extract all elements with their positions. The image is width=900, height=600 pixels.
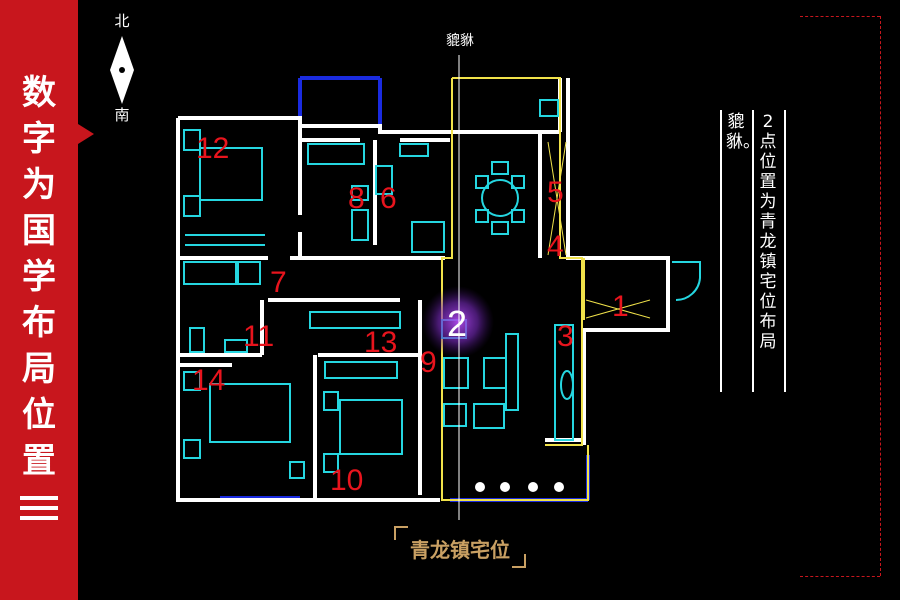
note-right-rule: [784, 110, 786, 392]
caption-text: 青龙镇宅位: [410, 538, 510, 562]
window-lines: [176, 76, 590, 502]
living-area-outline: [441, 77, 589, 501]
room-number: 13: [364, 326, 397, 359]
sidebar-title-char: 位: [22, 395, 56, 435]
note-column-1: 2点位置为青龙镇宅位布局: [759, 112, 777, 352]
furniture: [183, 99, 701, 479]
compass-south-label: 南: [114, 106, 130, 124]
caption-corner: [394, 526, 408, 540]
room-number: 11: [243, 320, 274, 353]
room-number: 14: [192, 364, 225, 397]
sidebar-notch: [78, 124, 94, 144]
sidebar-title-char: 数: [22, 73, 56, 113]
room-number: 12: [196, 132, 229, 165]
caption-box: 青龙镇宅位: [394, 526, 526, 568]
pixiu-label: 貔貅: [446, 33, 474, 49]
decorative-frame: [880, 16, 881, 576]
room-number: 1: [612, 290, 629, 323]
room-number: 4: [547, 230, 564, 263]
sidebar-title-char: 为: [22, 165, 56, 205]
menu-bars-icon: [20, 496, 58, 520]
compass-needle-icon: [110, 36, 134, 104]
compass: 北 南: [100, 6, 144, 126]
decorative-frame: [800, 576, 880, 577]
sidebar-title-char: 字: [22, 119, 56, 159]
note-column-2: 貔貅。: [726, 112, 760, 152]
note-left-rule: [720, 110, 722, 392]
walls: [176, 78, 670, 502]
plant-icons: [475, 482, 564, 492]
room-number: 9: [420, 346, 437, 379]
sidebar-title-char: 布: [22, 303, 56, 343]
room-number: 7: [270, 266, 287, 299]
room-number: 6: [380, 182, 397, 215]
glow-marker: [422, 286, 494, 358]
sidebar-panel: 数 字 为 国 学 布 局 位 置: [0, 0, 78, 600]
note-middle-rule: [752, 110, 754, 392]
sidebar-title-char: 国: [22, 211, 56, 251]
sidebar-title: 数 字 为 国 学 布 局 位 置: [0, 70, 78, 526]
decorative-frame: [800, 16, 880, 17]
compass-north-label: 北: [114, 12, 130, 30]
room-number: 8: [348, 182, 365, 215]
room-number: 5: [547, 176, 564, 209]
hatch-pattern: [547, 141, 651, 319]
sidebar-title-char: 学: [22, 257, 56, 297]
sidebar-title-char: 局: [22, 349, 56, 389]
sidebar-title-char: 置: [22, 441, 56, 481]
room-number: 3: [557, 320, 574, 353]
room-number-highlight: 2: [447, 303, 467, 344]
caption-corner: [512, 554, 526, 568]
room-number: 10: [330, 464, 363, 497]
room-number-labels: 1 2 3 4 5 6 7 8 9 10 11 12 13 14: [192, 132, 629, 497]
